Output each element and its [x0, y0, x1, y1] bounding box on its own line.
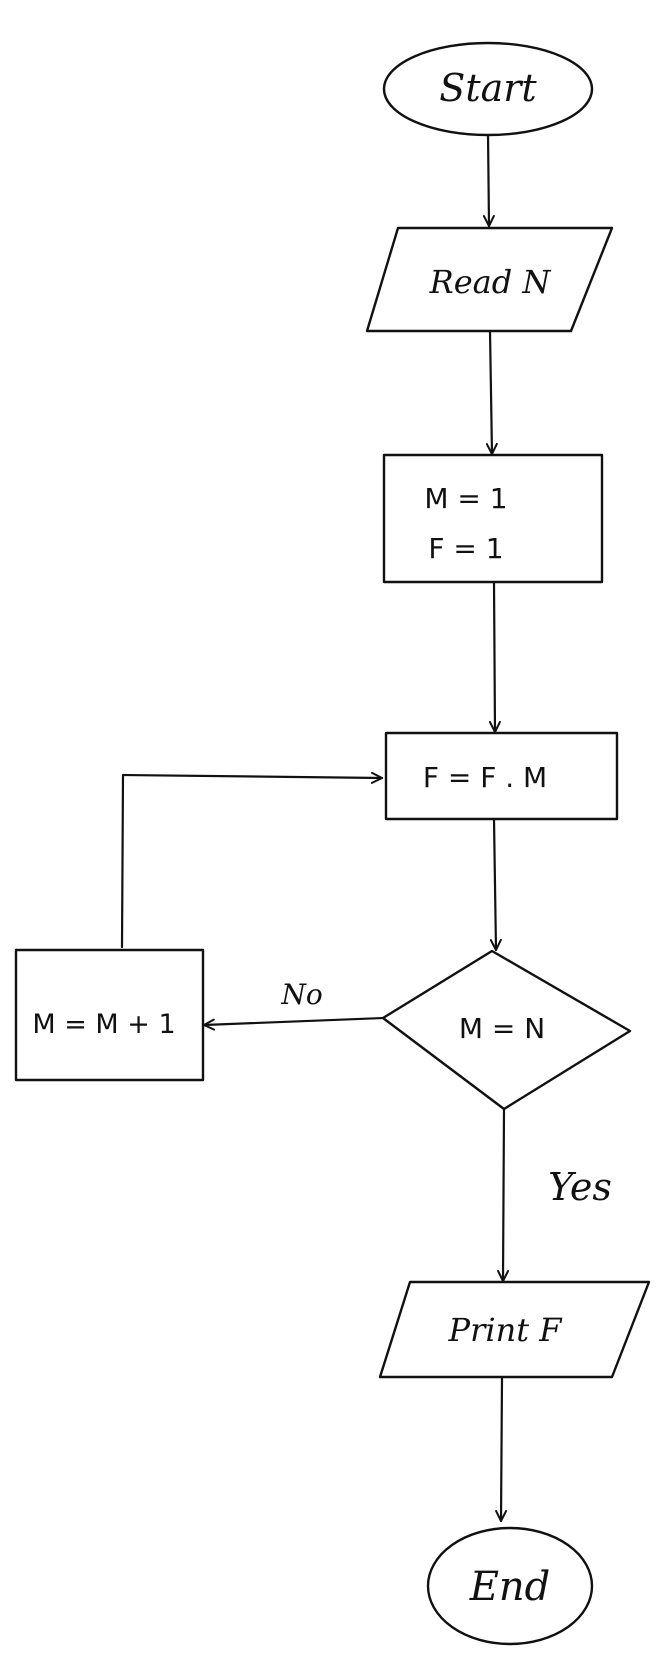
- process-shape: [14, 948, 205, 1082]
- node-increment: M = M + 1: [14, 948, 205, 1082]
- edge-check-to-print: [497, 1107, 510, 1283]
- edge-label-yes: Yes: [548, 1165, 612, 1209]
- node-read-label: Read N: [429, 263, 552, 301]
- node-init-line-1: M = 1: [424, 482, 507, 515]
- decision-shape: [381, 949, 632, 1111]
- node-read: Read N: [365, 226, 614, 333]
- edge-init-to-multiply: [488, 580, 501, 734]
- node-multiply: F = F . M: [384, 731, 619, 821]
- edge-multiply-to-check: [489, 817, 502, 952]
- edge-read-to-init: [485, 329, 498, 456]
- node-end-label: End: [469, 1564, 551, 1610]
- node-increment-label: M = M + 1: [32, 1009, 175, 1040]
- node-print-label: Print F: [448, 1311, 564, 1349]
- edge-start-to-read: [482, 131, 495, 228]
- node-end: End: [426, 1526, 594, 1646]
- edge-print-to-end: [495, 1376, 508, 1523]
- node-check-label: M = N: [459, 1012, 545, 1045]
- edge-label-no: No: [280, 978, 322, 1011]
- io-shape: [365, 226, 614, 333]
- node-start-label: Start: [439, 66, 537, 110]
- process-shape: [384, 731, 619, 821]
- node-multiply-label: F = F . M: [423, 761, 547, 794]
- edge-increment-to-multiply: [120, 771, 384, 949]
- edges: [120, 131, 510, 1523]
- node-print: Print F: [378, 1280, 651, 1379]
- io-shape: [378, 1280, 651, 1379]
- node-start: Start: [382, 41, 594, 137]
- process-shape: [382, 453, 604, 584]
- node-init: M = 1 F = 1: [382, 453, 604, 584]
- terminal-shape: [426, 1526, 594, 1646]
- node-check: M = N: [381, 949, 632, 1111]
- edge-check-to-increment: [202, 1016, 385, 1031]
- node-init-line-2: F = 1: [428, 532, 503, 565]
- terminal-shape: [382, 41, 594, 137]
